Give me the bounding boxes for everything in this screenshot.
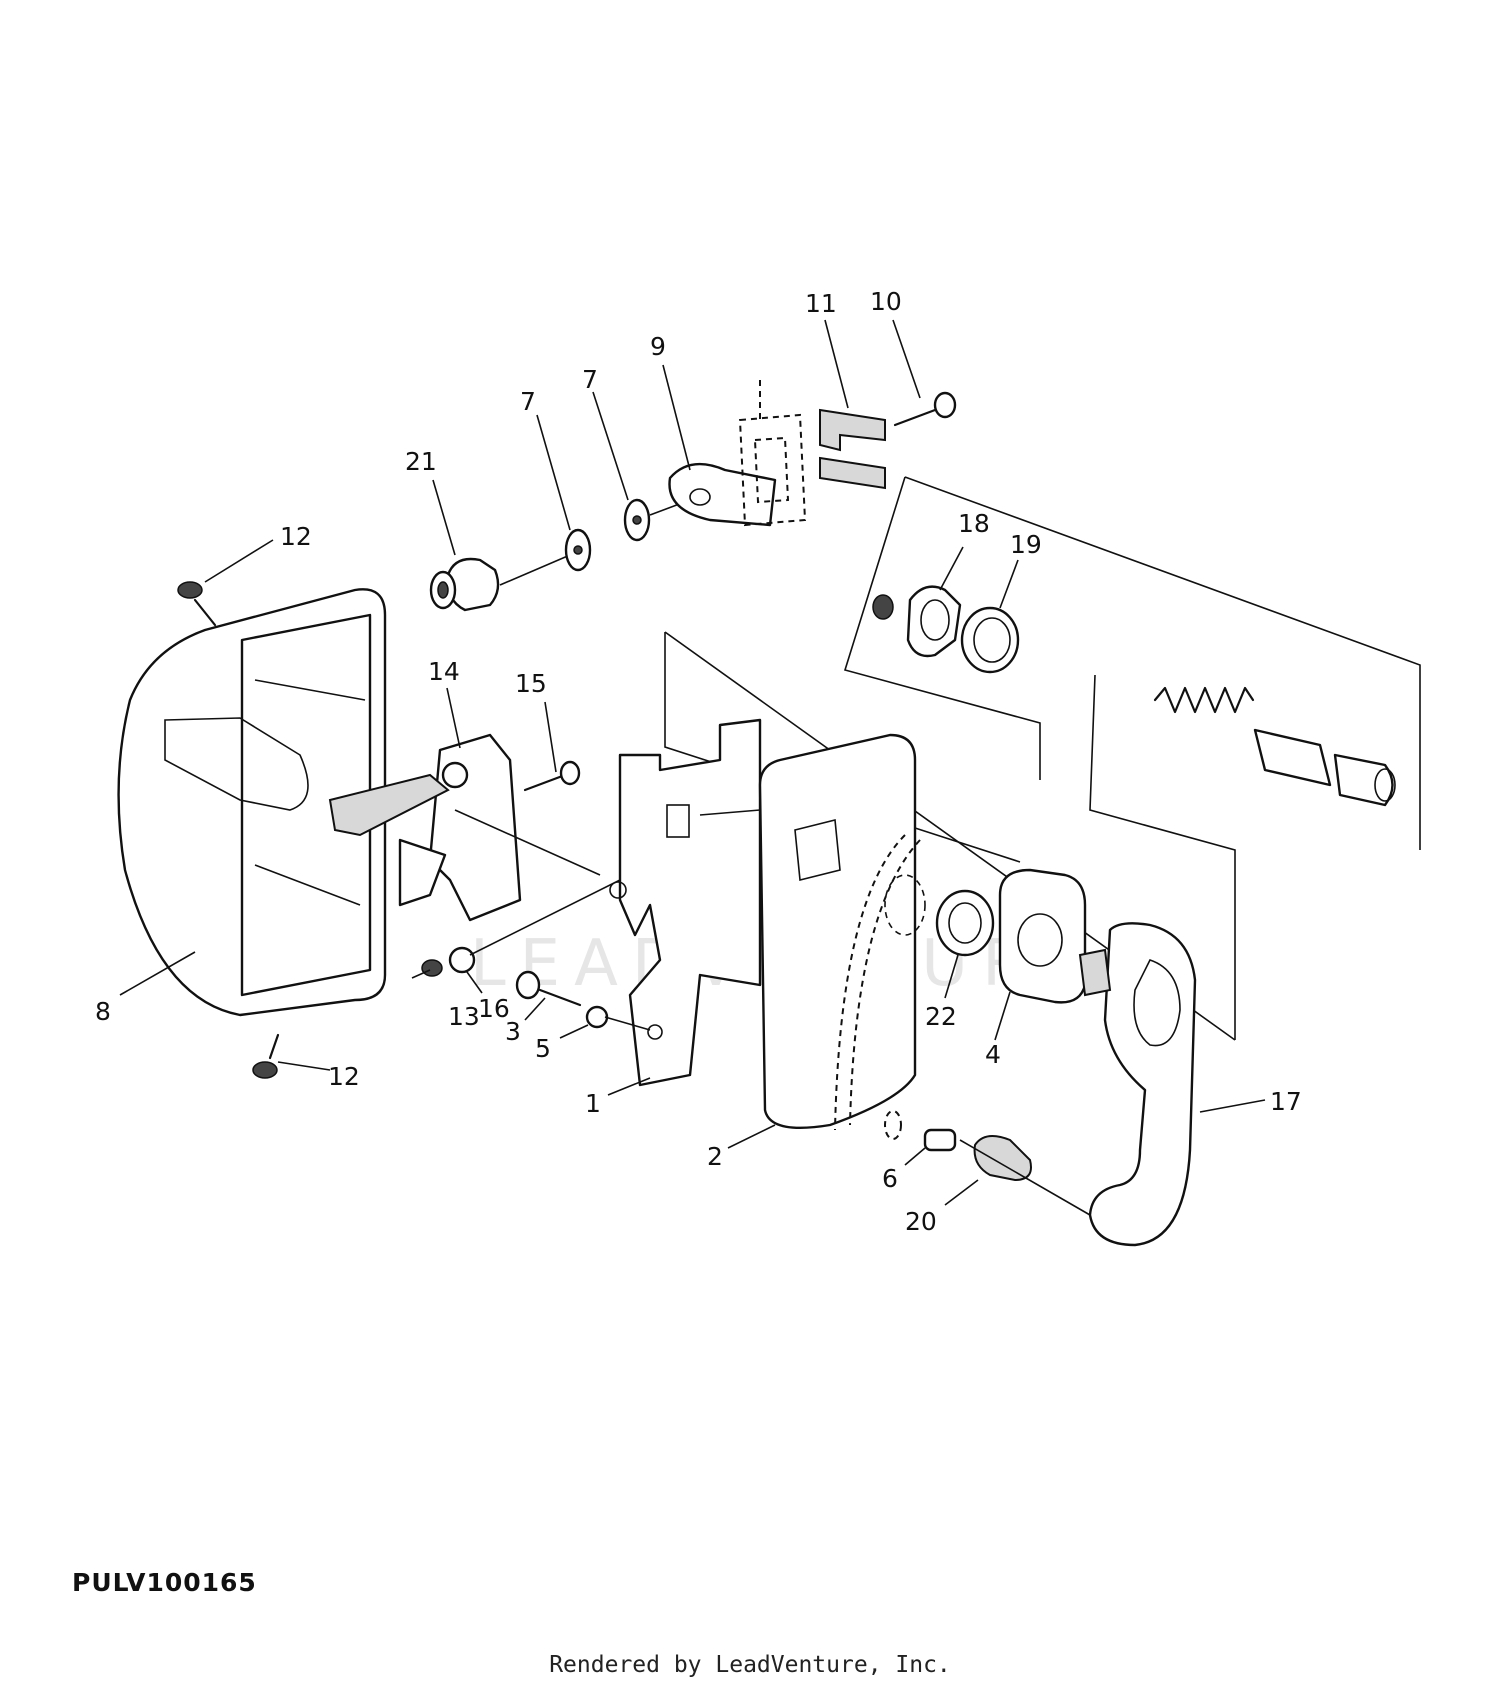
part-ring-19: [960, 606, 1020, 674]
callout-12-bottom: 12: [277, 1061, 360, 1091]
callout-18: 18: [939, 509, 990, 591]
part-escutcheon-4: [998, 868, 1087, 1004]
svg-text:5: 5: [535, 1034, 551, 1063]
leader-lines: [454, 809, 1091, 1216]
diagram-id-label: PULV100165: [72, 1568, 257, 1597]
callout-13: 13: [411, 969, 480, 1031]
callout-17: 17: [1199, 1087, 1302, 1116]
svg-text:9: 9: [650, 332, 666, 361]
svg-text:2: 2: [707, 1142, 723, 1171]
callout-14: 14: [428, 657, 461, 749]
part-striker-11: [819, 408, 886, 490]
svg-text:3: 3: [505, 1017, 521, 1046]
part-nut-13: [421, 959, 443, 977]
callout-11: 11: [805, 289, 849, 409]
svg-text:12: 12: [280, 522, 312, 551]
callout-4: 4: [985, 991, 1011, 1069]
callout-8: 8: [95, 951, 196, 1026]
callout-20: 20: [905, 1179, 979, 1236]
part-mounting-plate: [609, 718, 762, 1087]
callout-16: 16: [466, 971, 510, 1023]
callout-12-top: 12: [204, 522, 312, 583]
render-credit: Rendered by LeadVenture, Inc.: [549, 1652, 951, 1678]
svg-text:8: 8: [95, 997, 111, 1026]
callout-9: 9: [650, 332, 691, 471]
callout-6: 6: [882, 1147, 926, 1193]
part-housing-cover: [117, 588, 387, 1017]
svg-text:16: 16: [478, 994, 510, 1023]
part-lock-cylinder: [1153, 686, 1396, 807]
part-bolt-15: [523, 760, 581, 792]
svg-text:4: 4: [985, 1040, 1001, 1069]
svg-text:1: 1: [585, 1089, 601, 1118]
callout-10: 10: [870, 287, 921, 399]
callout-7b: 7: [582, 365, 629, 501]
callout-2: 2: [707, 1124, 776, 1171]
part-bushing-22: [935, 889, 995, 957]
callout-22: 22: [925, 954, 959, 1031]
part-screw-bottom: [252, 1033, 280, 1079]
callout-15: 15: [515, 669, 557, 773]
part-washer-5: [585, 1005, 609, 1029]
svg-text:22: 22: [925, 1002, 957, 1031]
part-washer-7b: [623, 498, 651, 542]
svg-text:13: 13: [448, 1002, 480, 1031]
part-handle-17: [1078, 922, 1197, 1247]
svg-text:10: 10: [870, 287, 902, 316]
callout-21: 21: [405, 447, 456, 556]
svg-text:7: 7: [582, 365, 598, 394]
svg-text:7: 7: [520, 387, 536, 416]
striker-outline: [738, 380, 807, 527]
part-latch: [328, 733, 522, 922]
svg-text:20: 20: [905, 1207, 937, 1236]
svg-text:17: 17: [1270, 1087, 1302, 1116]
svg-text:12: 12: [328, 1062, 360, 1091]
svg-text:19: 19: [1010, 530, 1042, 559]
callout-5: 5: [535, 1024, 589, 1063]
part-strap-9: [668, 462, 777, 527]
svg-text:14: 14: [428, 657, 460, 686]
svg-text:18: 18: [958, 509, 990, 538]
svg-text:15: 15: [515, 669, 547, 698]
callout-3: 3: [505, 997, 546, 1046]
part-spacer-6: [884, 1110, 957, 1152]
svg-text:11: 11: [805, 289, 837, 318]
svg-text:6: 6: [882, 1164, 898, 1193]
callout-7a: 7: [520, 387, 571, 531]
part-bolt-10: [893, 391, 957, 427]
part-washer-16: [448, 946, 476, 974]
callout-1: 1: [585, 1077, 651, 1118]
part-button-20: [973, 1135, 1032, 1182]
svg-text:21: 21: [405, 447, 437, 476]
part-screw-top: [177, 581, 217, 627]
part-washer-7a: [564, 528, 592, 572]
part-bolt-3: [515, 970, 582, 1007]
callout-19: 19: [999, 530, 1042, 609]
part-nut-18: [872, 585, 962, 658]
part-door-panel: [758, 733, 926, 1131]
part-nut-21: [429, 557, 500, 612]
